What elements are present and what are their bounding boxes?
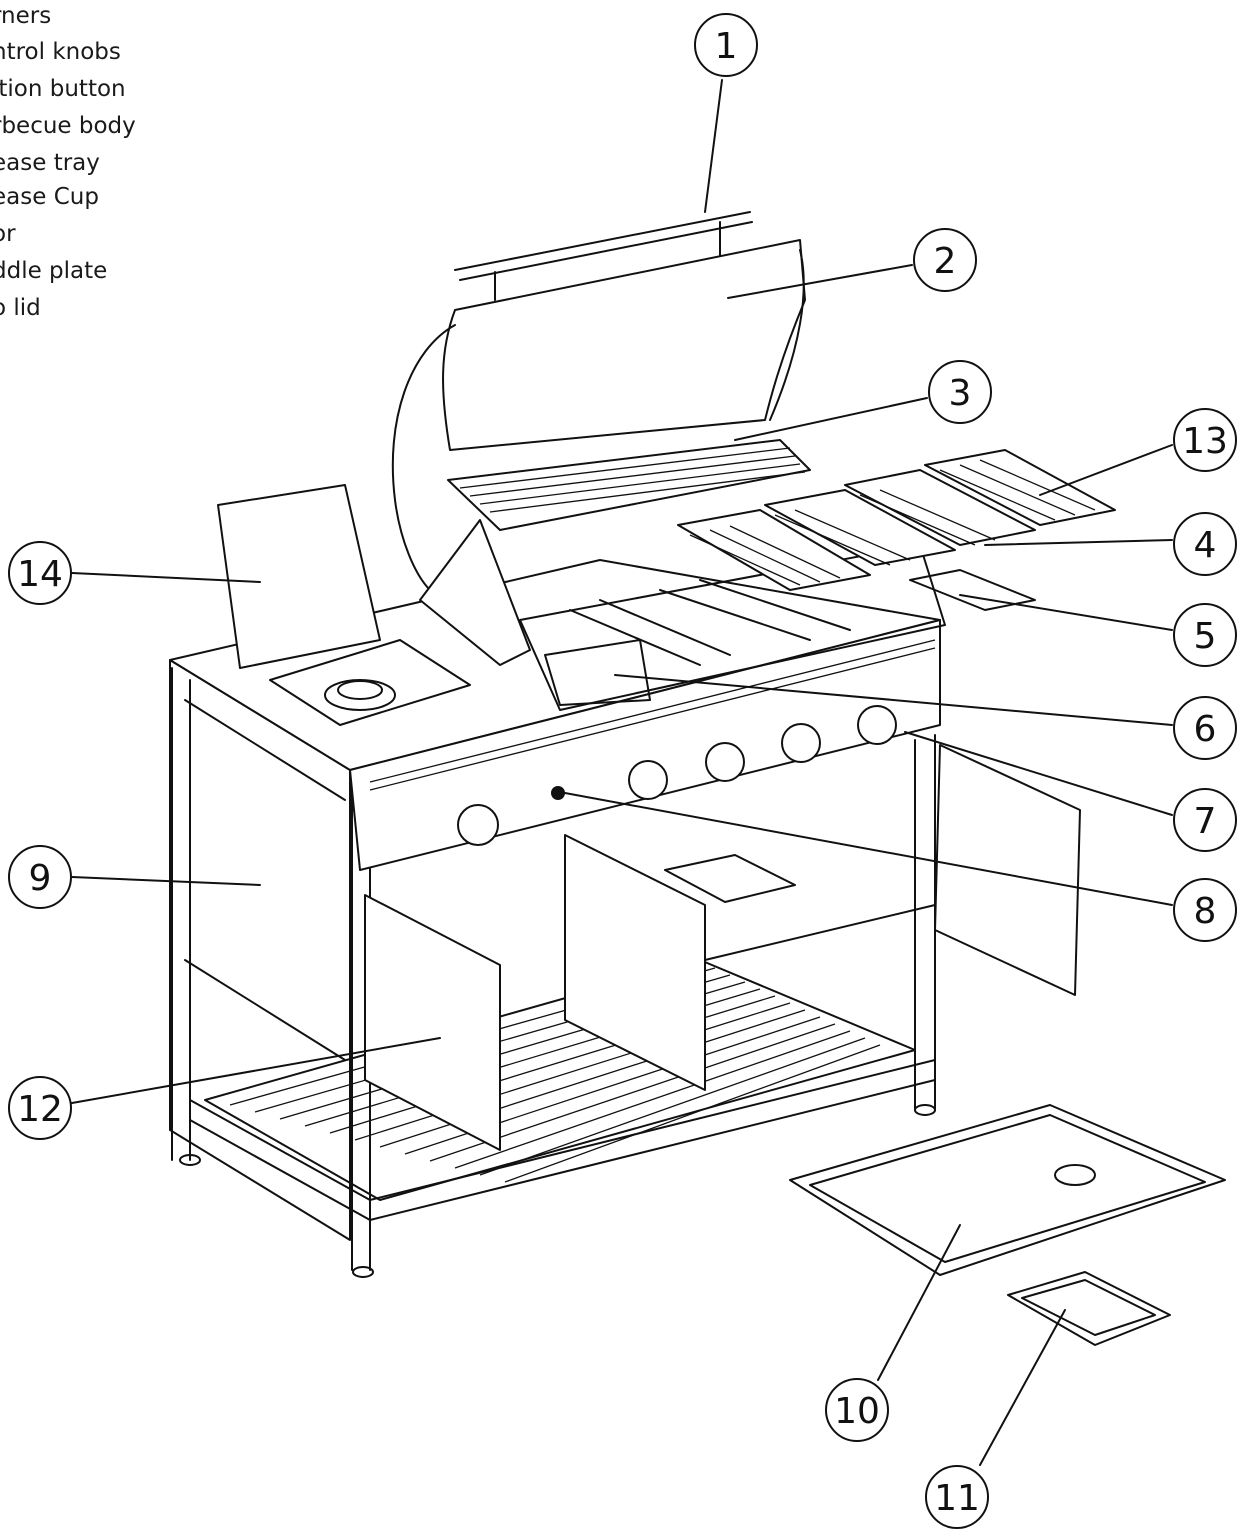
legend-item: rbecue body bbox=[0, 113, 136, 139]
main-lid bbox=[391, 211, 806, 666]
svg-text:14: 14 bbox=[17, 554, 63, 595]
callout-5: 5 bbox=[1173, 603, 1237, 667]
callout-7: 7 bbox=[1173, 788, 1237, 852]
svg-text:4: 4 bbox=[1194, 525, 1217, 566]
callout-2: 2 bbox=[913, 228, 977, 292]
cart-frame bbox=[169, 659, 936, 1278]
callout-13: 13 bbox=[1173, 408, 1237, 472]
callout-11: 11 bbox=[925, 1465, 989, 1529]
svg-text:11: 11 bbox=[934, 1478, 980, 1519]
flame-tamers bbox=[909, 569, 1036, 611]
cabinet-doors bbox=[364, 744, 1081, 1151]
legend-item: ease tray bbox=[0, 150, 100, 176]
svg-text:13: 13 bbox=[1182, 421, 1228, 462]
legend-item: rners bbox=[0, 3, 52, 29]
svg-text:1: 1 bbox=[715, 26, 738, 67]
callout-12: 12 bbox=[8, 1076, 72, 1140]
legend-item: o lid bbox=[0, 295, 41, 321]
svg-text:2: 2 bbox=[934, 241, 957, 282]
legend-item: ease Cup bbox=[0, 184, 99, 210]
warming-rack bbox=[447, 439, 811, 531]
callout-4: 4 bbox=[1173, 512, 1237, 576]
callout-3: 3 bbox=[928, 360, 992, 424]
legend-item: ddle plate bbox=[0, 258, 108, 284]
callout-8: 8 bbox=[1173, 878, 1237, 942]
grease-tray bbox=[544, 639, 651, 706]
legend-item: or bbox=[0, 221, 16, 247]
legend-item: ition button bbox=[0, 76, 126, 102]
svg-text:6: 6 bbox=[1194, 709, 1217, 750]
svg-text:10: 10 bbox=[834, 1391, 880, 1432]
callout-14: 14 bbox=[8, 541, 72, 605]
leader-lines bbox=[71, 79, 1173, 1466]
svg-text:9: 9 bbox=[29, 858, 52, 899]
side-burner bbox=[217, 484, 471, 726]
svg-text:5: 5 bbox=[1194, 616, 1217, 657]
cooking-grates bbox=[677, 449, 1116, 591]
svg-text:12: 12 bbox=[17, 1089, 63, 1130]
svg-text:7: 7 bbox=[1194, 801, 1217, 842]
callout-6: 6 bbox=[1173, 696, 1237, 760]
svg-text:8: 8 bbox=[1194, 891, 1217, 932]
griddle-plate bbox=[789, 1104, 1226, 1276]
grease-cup bbox=[1007, 1271, 1171, 1346]
svg-text:3: 3 bbox=[949, 373, 972, 414]
legend-item: ntrol knobs bbox=[0, 39, 121, 65]
callout-9: 9 bbox=[8, 845, 72, 909]
callout-10: 10 bbox=[825, 1378, 889, 1442]
callout-1: 1 bbox=[694, 13, 758, 77]
